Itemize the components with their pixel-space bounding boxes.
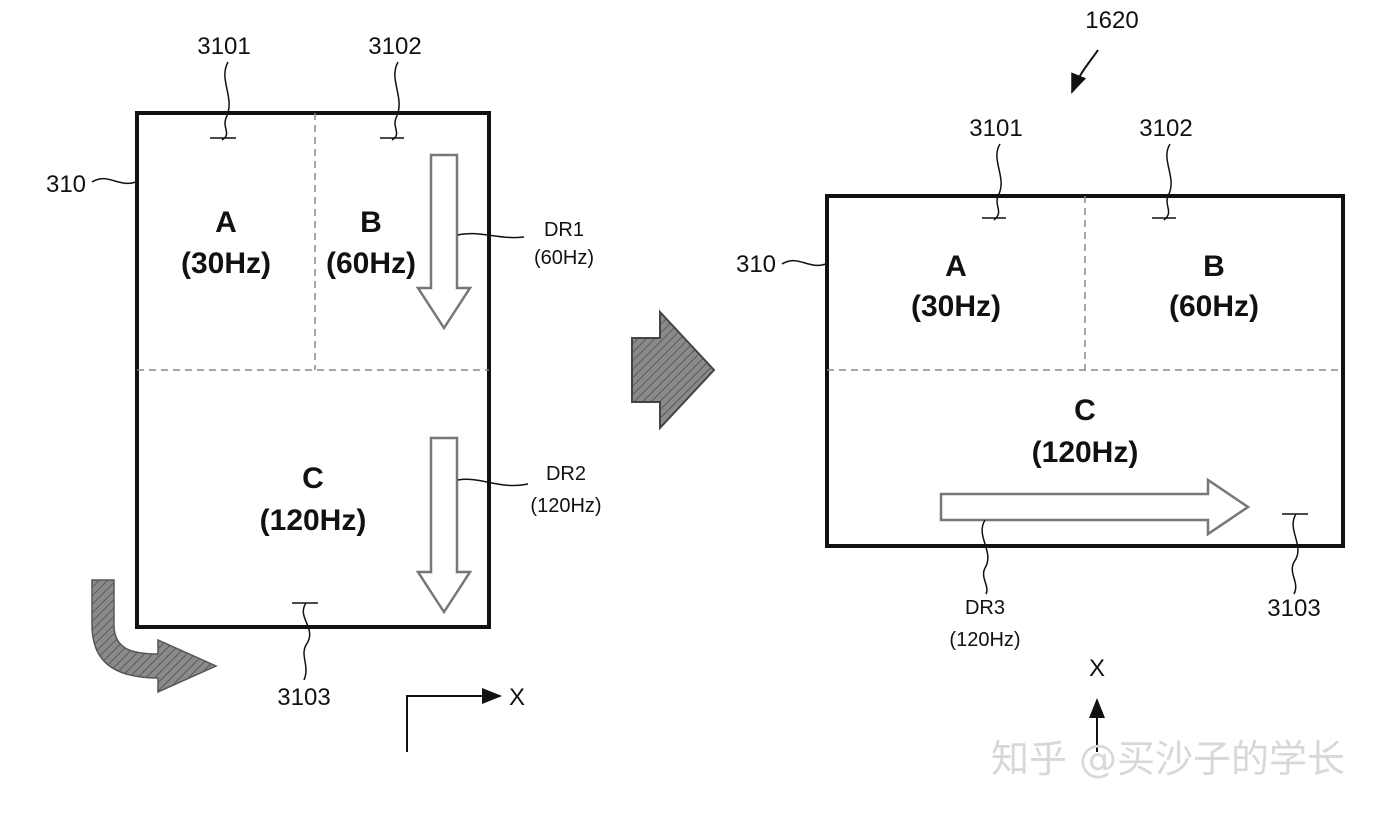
left-leader-3103 bbox=[292, 602, 318, 681]
dr3-name: DR3 bbox=[965, 597, 1005, 619]
left-region-a-freq: (30Hz) bbox=[181, 247, 271, 280]
right-leader-3102 bbox=[1152, 143, 1176, 221]
right-leader-3103 bbox=[1282, 513, 1308, 595]
right-region-c-name: C bbox=[1074, 394, 1096, 427]
figure-number: 1620 bbox=[1085, 7, 1138, 34]
left-leader-3101 bbox=[210, 61, 236, 141]
right-ref-3103: 3103 bbox=[1267, 595, 1320, 622]
dr1-name: DR1 bbox=[544, 219, 584, 241]
right-ref-3102: 3102 bbox=[1139, 115, 1192, 142]
rotation-arrow-icon bbox=[91, 579, 218, 694]
right-ref-3101: 3101 bbox=[969, 115, 1022, 142]
dr2-arrow-icon bbox=[415, 436, 473, 615]
right-region-b-name: B bbox=[1203, 250, 1225, 283]
left-region-c-freq: (120Hz) bbox=[260, 504, 367, 537]
left-region-b-name: B bbox=[360, 206, 382, 239]
dr3-freq: (120Hz) bbox=[949, 629, 1020, 651]
right-axis-label: X bbox=[1089, 655, 1105, 682]
right-leader-310 bbox=[781, 259, 827, 267]
transition-arrow-icon bbox=[631, 309, 716, 431]
right-region-c-freq: (120Hz) bbox=[1032, 436, 1139, 469]
dr3-leader bbox=[981, 519, 989, 595]
left-x-axis-arrow-icon bbox=[406, 688, 502, 752]
dr1-arrow-icon bbox=[415, 153, 473, 331]
dr2-leader bbox=[457, 478, 529, 487]
dr2-name: DR2 bbox=[546, 463, 586, 485]
left-ref-310: 310 bbox=[46, 171, 86, 198]
left-leader-3102 bbox=[380, 61, 404, 141]
watermark: 知乎 @买沙子的学长 bbox=[991, 737, 1345, 781]
right-panel: 1620 A (30Hz) B (60Hz) C (120Hz) 3101 31… bbox=[736, 7, 1345, 752]
right-region-a-freq: (30Hz) bbox=[911, 290, 1001, 323]
left-ref-3102: 3102 bbox=[368, 33, 421, 60]
figure-number-pointer-icon bbox=[1071, 49, 1099, 94]
left-ref-3103: 3103 bbox=[277, 684, 330, 711]
left-panel: A (30Hz) B (60Hz) C (120Hz) 3101 3102 31… bbox=[46, 33, 602, 752]
dr2-freq: (120Hz) bbox=[530, 495, 601, 517]
right-leader-3101 bbox=[982, 143, 1006, 221]
dr1-leader bbox=[457, 232, 525, 239]
left-axis-label: X bbox=[509, 684, 525, 711]
left-leader-310 bbox=[91, 177, 137, 185]
dr1-freq: (60Hz) bbox=[534, 247, 594, 269]
right-region-b-freq: (60Hz) bbox=[1169, 290, 1259, 323]
right-region-a-name: A bbox=[945, 250, 967, 283]
right-ref-310: 310 bbox=[736, 251, 776, 278]
left-ref-3101: 3101 bbox=[197, 33, 250, 60]
left-region-c-name: C bbox=[302, 462, 324, 495]
left-region-b-freq: (60Hz) bbox=[326, 247, 416, 280]
dr3-arrow-icon bbox=[939, 477, 1251, 537]
left-region-a-name: A bbox=[215, 206, 237, 239]
